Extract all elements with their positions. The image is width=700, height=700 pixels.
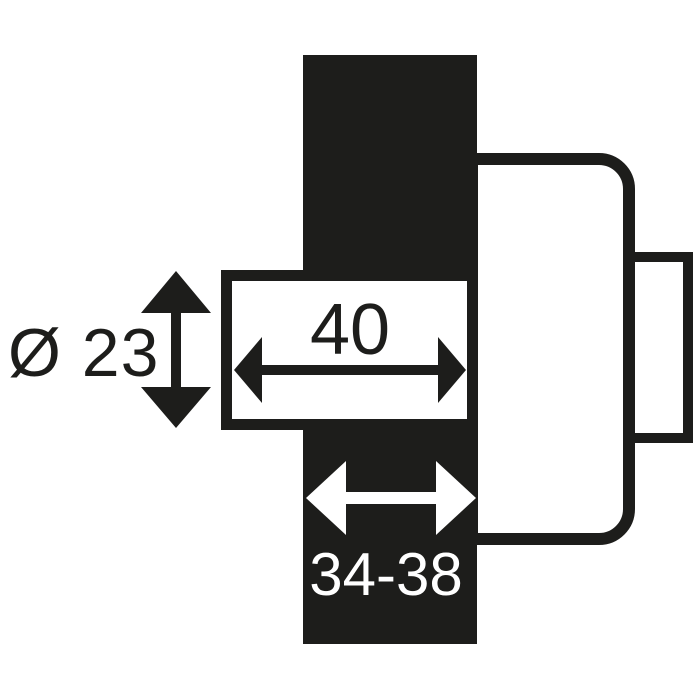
diameter-label: Ø 23 <box>8 315 160 391</box>
spindle-end-plate <box>625 252 693 443</box>
length-label: 40 <box>309 290 391 370</box>
knob-neck-cylinder <box>221 270 478 430</box>
knob-body-outline <box>466 153 635 545</box>
thickness-range-label: 34-38 <box>309 541 463 608</box>
